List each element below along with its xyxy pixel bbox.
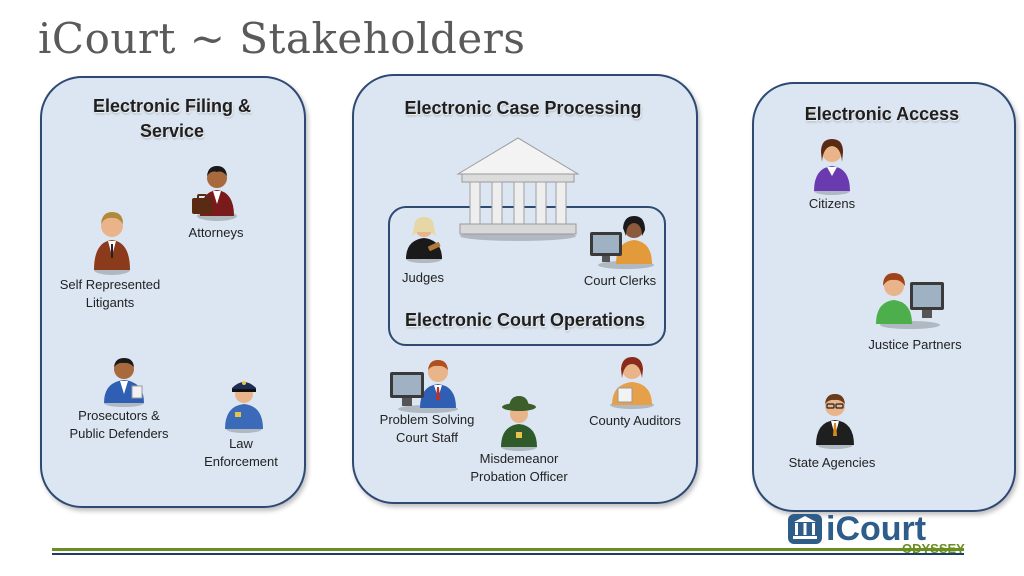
panel-electronic-filing <box>40 76 306 508</box>
prosecutor-icon <box>104 358 144 407</box>
label-county-auditors: County Auditors <box>589 413 681 428</box>
self-represented-litigant-icon <box>94 212 130 275</box>
label-court-clerks: Court Clerks <box>583 273 657 288</box>
police-officer-icon <box>225 381 263 433</box>
label-law-enforcement: Law Enforcement <box>204 436 278 469</box>
label-citizens: Citizens <box>808 196 856 211</box>
citizen-icon <box>814 139 850 195</box>
label-self-represented: Self Represented Litigants <box>59 277 161 310</box>
label-justice-partners: Justice Partners <box>868 337 962 352</box>
panel-heading-access: Electronic Access <box>804 104 960 124</box>
footer-rule-green <box>52 548 964 551</box>
probation-officer-icon <box>501 396 537 451</box>
judge-icon <box>406 217 442 263</box>
label-attorneys: Attorneys <box>188 225 244 240</box>
attorney-icon <box>192 166 237 221</box>
label-state-agencies: State Agencies <box>788 455 876 470</box>
inner-heading-court-operations: Electronic Court Operations <box>404 310 646 330</box>
state-agency-icon <box>816 394 854 449</box>
label-prosecutors: Prosecutors & Public Defenders <box>69 408 169 441</box>
label-problem-solving: Problem Solving Court Staff <box>379 412 475 445</box>
label-misdemeanor-probation: Misdemeanor Probation Officer <box>470 451 568 484</box>
page-title: iCourt ~ Stakeholders <box>38 14 526 63</box>
problem-solving-staff-icon <box>390 360 458 413</box>
label-judges: Judges <box>402 270 444 285</box>
panel-electronic-access <box>752 82 1016 512</box>
panel-heading-processing: Electronic Case Processing <box>404 98 642 118</box>
justice-partner-icon <box>876 273 944 329</box>
court-clerk-icon <box>590 216 654 269</box>
svg-text:iCourt: iCourt <box>826 510 926 548</box>
panel-heading-filing: Electronic Filing & Service <box>92 96 252 142</box>
county-auditor-icon <box>610 357 654 409</box>
courthouse-icon <box>456 137 580 241</box>
footer-rule-blue <box>52 553 964 555</box>
